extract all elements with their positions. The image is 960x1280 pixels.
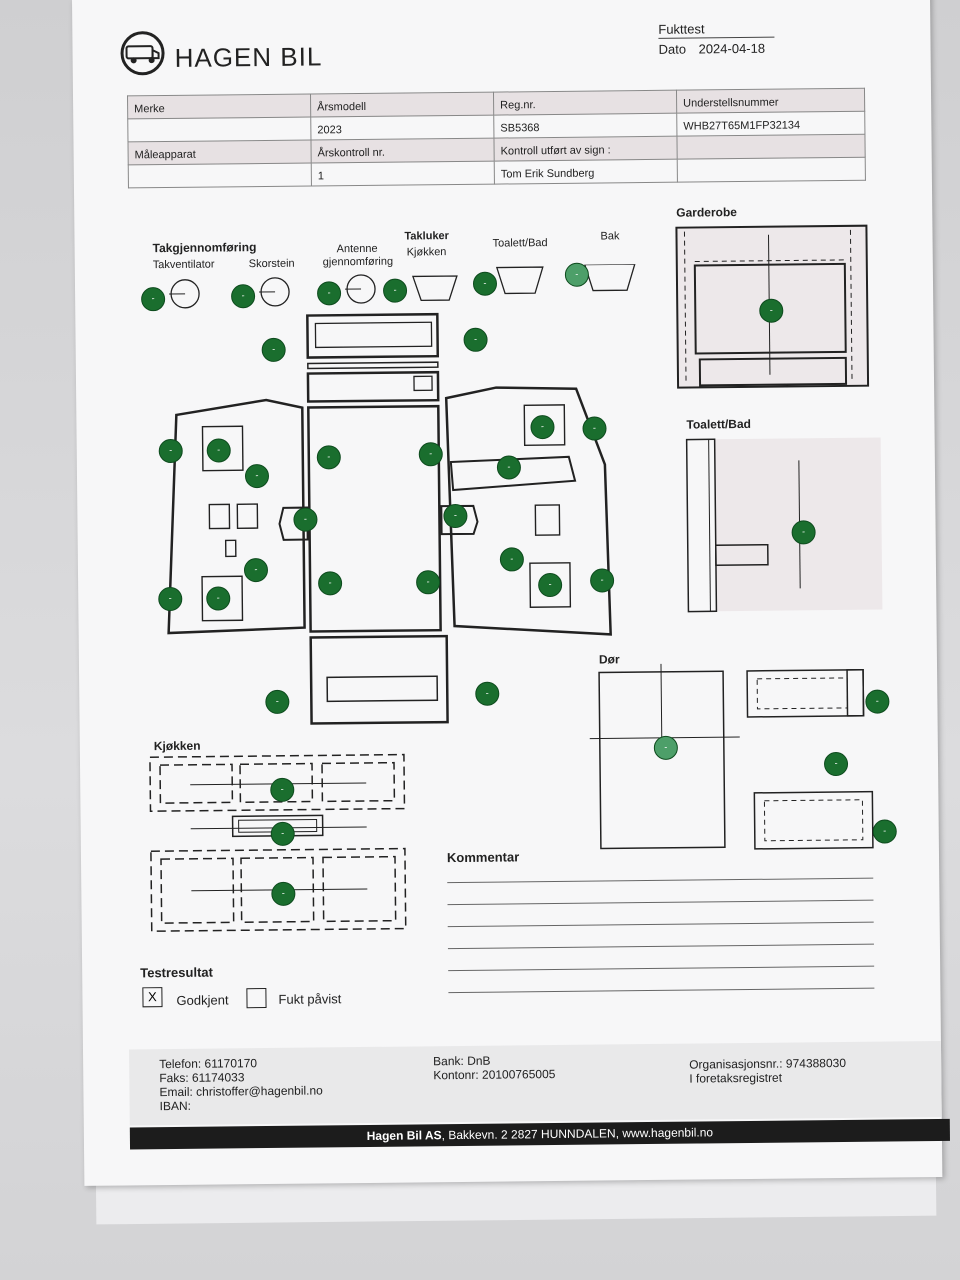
kontroll-value: Tom Erik Sundberg bbox=[500, 167, 595, 181]
roof-symbols bbox=[169, 263, 636, 309]
understell-value: WHB27T65M1FP32134 bbox=[683, 119, 801, 133]
moisture-point-dot: - bbox=[243, 557, 269, 583]
footer-foretak: I foretaksregistret bbox=[689, 1070, 783, 1086]
logo-van-icon bbox=[125, 45, 160, 64]
moisture-point-dot: - bbox=[589, 568, 615, 593]
arsmodell-value: 2023 bbox=[317, 124, 342, 137]
moisture-point-dot: - bbox=[653, 735, 678, 760]
vehicle-info-table: Merke Årsmodell Reg.nr. Understellsnumme… bbox=[127, 88, 866, 189]
moisture-point-dot: - bbox=[872, 819, 897, 844]
moisture-point-dot: - bbox=[418, 442, 443, 467]
takluker-label: Takluker bbox=[404, 230, 449, 243]
footer-iban: IBAN: bbox=[159, 1098, 192, 1114]
regnr-value: SB5368 bbox=[500, 122, 540, 135]
doc-title: Fukttest bbox=[658, 21, 705, 37]
moisture-point-dot: - bbox=[270, 821, 295, 846]
moisture-point-dot: - bbox=[443, 503, 468, 529]
moisture-point-dot: - bbox=[206, 438, 231, 463]
comment-line bbox=[448, 987, 875, 994]
takluker-toalett-label: Toalett/Bad bbox=[492, 237, 548, 250]
takluker-bak-label: Bak bbox=[600, 230, 620, 243]
moisture-point-dot: - bbox=[261, 337, 286, 363]
footer-kontonr: Kontonr: 20100765005 bbox=[433, 1066, 556, 1083]
moisture-point-dot: - bbox=[158, 438, 183, 464]
toalett-bad-heading: Toalett/Bad bbox=[686, 416, 752, 432]
moisture-point-dot: - bbox=[496, 455, 522, 480]
moisture-point-dot: - bbox=[538, 572, 563, 598]
kontroll-label: Kontroll utført av sign : bbox=[500, 144, 611, 158]
moisture-point-dot: - bbox=[564, 262, 590, 287]
toalett-bad-drawing bbox=[685, 437, 883, 613]
moisture-point-dot: - bbox=[158, 586, 183, 612]
moisture-point-dot: - bbox=[530, 414, 555, 440]
maleapparat-label: Måleapparat bbox=[134, 148, 196, 162]
understell-label: Understellsnummer bbox=[683, 96, 779, 110]
testresultat-heading: Testresultat bbox=[140, 964, 214, 981]
moisture-point-dot: - bbox=[230, 284, 256, 309]
kommentar-heading: Kommentar bbox=[446, 849, 520, 866]
comment-line bbox=[447, 943, 874, 950]
moisture-point-dot: - bbox=[865, 689, 890, 714]
arskontroll-value: 1 bbox=[317, 170, 325, 183]
document-page: HAGEN BIL Fukttest Dato 2024-04-18 Merke… bbox=[72, 0, 950, 1186]
meta-divider bbox=[658, 36, 775, 39]
garderobe-heading: Garderobe bbox=[676, 205, 738, 220]
footer-email: Email: christoffer@hagenbil.no bbox=[159, 1083, 323, 1100]
moisture-point-dot: - bbox=[293, 507, 318, 532]
fukt-checkbox[interactable] bbox=[246, 988, 267, 1009]
arskontroll-label: Årskontroll nr. bbox=[317, 146, 385, 160]
footer-company-address: , Bakkevn. 2 2827 HUNNDALEN, www.hagenbi… bbox=[441, 1125, 714, 1143]
moisture-point-dot: - bbox=[244, 463, 270, 489]
moisture-point-dot: - bbox=[463, 327, 488, 352]
brand-name: HAGEN BIL bbox=[174, 41, 323, 73]
footer-company-name: Hagen Bil AS bbox=[366, 1128, 442, 1143]
comment-line bbox=[447, 921, 874, 928]
moisture-point-dot: - bbox=[475, 681, 500, 706]
regnr-label: Reg.nr. bbox=[500, 99, 536, 112]
takgjennomforing-heading: Takgjennomføring bbox=[152, 240, 257, 256]
moisture-point-dot: - bbox=[472, 271, 498, 296]
godkjent-checkbox[interactable]: X bbox=[142, 987, 163, 1008]
moisture-point-dot: - bbox=[382, 278, 408, 303]
comment-line bbox=[447, 877, 874, 884]
footer-faks: Faks: 61174033 bbox=[159, 1070, 245, 1086]
floorplan-drawing bbox=[167, 312, 612, 725]
takluker-kjokken-label: Kjøkken bbox=[406, 246, 447, 259]
arsmodell-label: Årsmodell bbox=[317, 100, 367, 114]
moisture-point-dot: - bbox=[415, 570, 441, 595]
antenne-label: Antenne bbox=[336, 242, 378, 256]
moisture-point-dot: - bbox=[823, 751, 849, 777]
footer-orgnr: Organisasjonsnr.: 974388030 bbox=[689, 1055, 847, 1072]
moisture-point-dot: - bbox=[582, 416, 607, 441]
moisture-point-dot: - bbox=[316, 445, 341, 470]
comment-line bbox=[447, 899, 874, 906]
moisture-point-dot: - bbox=[206, 586, 231, 611]
date-value: 2024-04-18 bbox=[698, 40, 766, 57]
moisture-point-dot: - bbox=[791, 520, 816, 545]
footer-telefon: Telefon: 61170170 bbox=[159, 1056, 258, 1072]
fukt-label: Fukt påvist bbox=[278, 991, 342, 1007]
moisture-point-dot: - bbox=[316, 281, 342, 306]
moisture-point-dot: - bbox=[759, 298, 784, 323]
kjokken-heading: Kjøkken bbox=[153, 738, 201, 754]
dor-drawing bbox=[589, 663, 874, 850]
moisture-point-dot: - bbox=[499, 547, 525, 572]
moisture-point-dot: - bbox=[271, 881, 296, 906]
moisture-point-dot: - bbox=[265, 689, 290, 715]
date-label: Dato bbox=[658, 41, 687, 57]
comment-line bbox=[448, 965, 875, 972]
moisture-point-dot: - bbox=[270, 777, 295, 802]
moisture-point-dot: - bbox=[141, 287, 166, 312]
moisture-point-dot: - bbox=[317, 571, 343, 596]
footer-bank: Bank: DnB bbox=[433, 1053, 491, 1069]
merke-label: Merke bbox=[134, 103, 165, 116]
godkjent-label: Godkjent bbox=[176, 992, 229, 1008]
